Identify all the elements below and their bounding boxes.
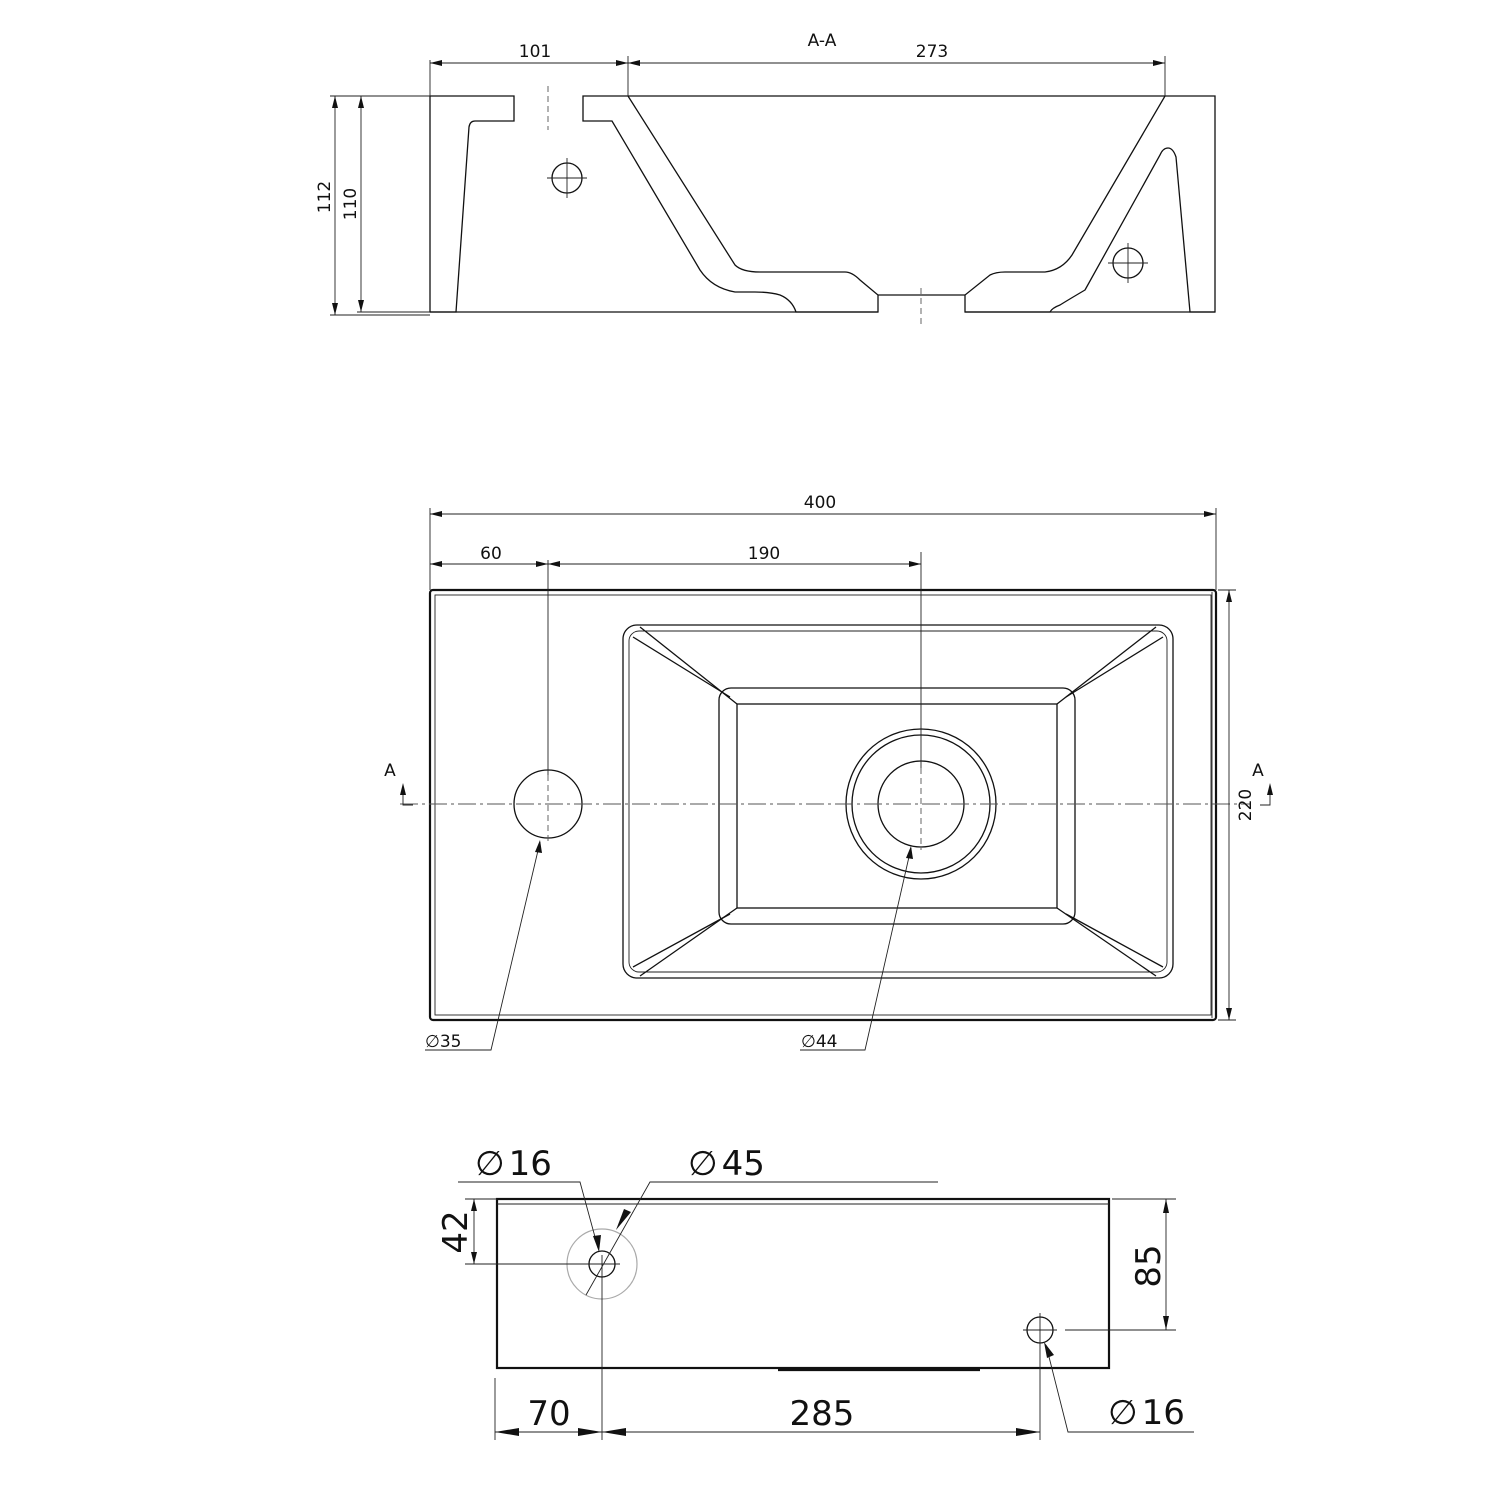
callout-left-large-circle: ∅45 — [688, 1144, 765, 1184]
callout-left-small-hole: ∅16 — [475, 1144, 552, 1184]
dim-60: 60 — [480, 544, 502, 564]
section-marker-left: A — [384, 761, 413, 806]
dim-101: 101 — [519, 42, 551, 62]
dim-190: 190 — [748, 544, 780, 564]
bowl-floor — [718, 687, 1076, 925]
dim-110: 110 — [341, 188, 361, 220]
overflow-hole-left — [547, 158, 587, 198]
dim-273: 273 — [916, 42, 948, 62]
dim-220: 220 — [1236, 789, 1256, 821]
dim-400: 400 — [804, 493, 836, 513]
basin-outline — [428, 588, 1218, 1022]
rear-view: 42 85 70 285 ∅16 ∅45 ∅16 — [436, 1144, 1194, 1440]
dim-85: 85 — [1129, 1244, 1169, 1287]
section-title: A-A — [808, 31, 837, 51]
basin-inner-edge — [434, 594, 1212, 1016]
svg-text:A: A — [1252, 761, 1264, 781]
callout-drain-hole: ∅44 — [801, 1032, 837, 1052]
rear-outline — [495, 1197, 1111, 1370]
section-left-web — [582, 95, 879, 313]
section-left-wall — [429, 95, 515, 313]
overflow-hole-right — [1108, 243, 1148, 283]
section-right-web — [964, 95, 1216, 313]
svg-text:A: A — [384, 761, 396, 781]
callout-tap-hole: ∅35 — [425, 1032, 461, 1052]
section-marker-right: A — [1252, 761, 1273, 806]
dim-70: 70 — [527, 1394, 570, 1434]
section-view-a-a: A-A 101 — [315, 31, 1216, 324]
bowl-outer — [622, 624, 1174, 979]
dim-112: 112 — [315, 181, 335, 213]
dim-42: 42 — [436, 1210, 476, 1253]
bowl-floor-inner — [736, 703, 1058, 909]
dim-285: 285 — [790, 1394, 855, 1434]
callout-right-small-hole: ∅16 — [1108, 1393, 1185, 1433]
top-view: 400 60 190 220 A A ∅35 — [384, 493, 1273, 1052]
